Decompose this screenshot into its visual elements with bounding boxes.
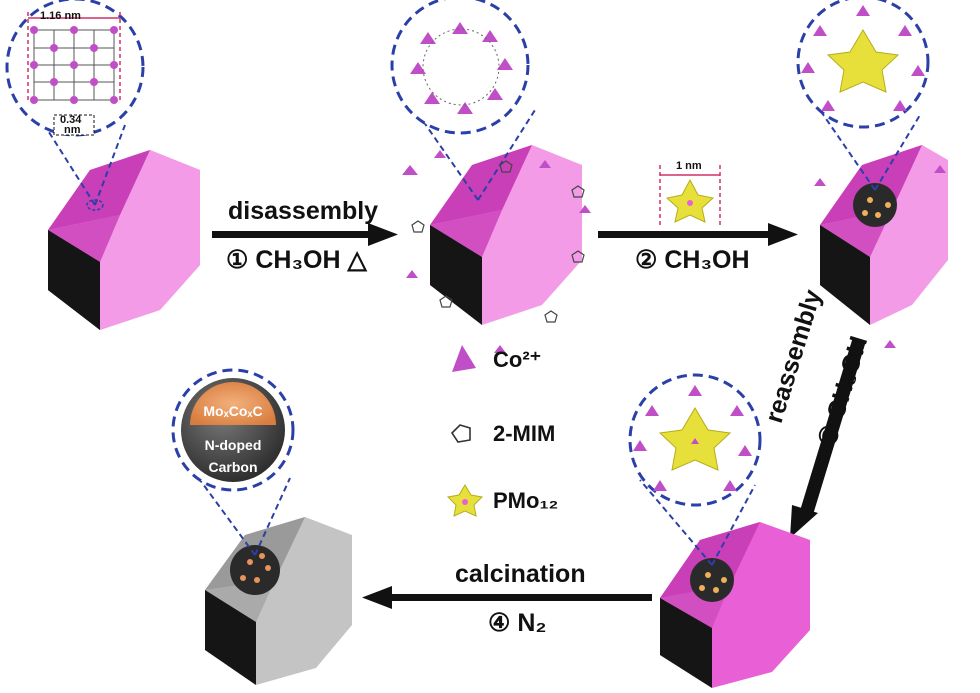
legend-pmo-icon [446, 484, 484, 517]
core-shell-callout [171, 368, 295, 556]
reassembled-crystal [660, 522, 810, 688]
released-ligands [411, 160, 585, 323]
released-ions [402, 150, 591, 353]
step1-bottom-label: ① CH₃OH △ [226, 246, 367, 274]
window-unit-label: nm [64, 124, 81, 136]
zif67-disassembled-callout [390, 0, 536, 201]
pmo12-zif67-crystal [820, 145, 948, 325]
cluster-size-label: 1 nm [676, 160, 702, 172]
zif67-crystal [48, 150, 200, 330]
pmo12-zif67-callout [796, 0, 930, 191]
pmo12-cluster-inset [659, 165, 721, 225]
pore-width-label: 1.16 nm [40, 10, 81, 22]
legend-co-icon [452, 345, 476, 372]
arrow-disassembly [212, 223, 398, 246]
arrow-calcination [362, 586, 652, 609]
step2-bottom-label: ② CH₃OH [635, 246, 750, 274]
shell-label-line1: N-doped [204, 437, 262, 453]
core-label: MoₓCoₓC [203, 403, 263, 419]
step4-bottom-label: ④ N₂ [488, 609, 547, 637]
ions-around-crystal-3 [814, 165, 946, 348]
step1-top-label: disassembly [228, 197, 379, 225]
step4-top-label: calcination [455, 560, 586, 588]
shell-label-line2: Carbon [208, 459, 258, 475]
arrow-pmo12-encapsulation [598, 223, 798, 246]
reassembled-callout [628, 373, 762, 566]
legend-pmo-label: PMo₁₂ [493, 488, 559, 513]
window-size-label: 0.34 [60, 114, 82, 126]
zif67-disassembled-crystal [430, 145, 582, 325]
zif67-magnified-callout [5, 0, 145, 211]
carbonized-crystal [205, 517, 352, 685]
legend-co-label: Co²⁺ [493, 347, 542, 372]
arrow-reassembly [790, 337, 866, 538]
legend-mim-icon [450, 424, 471, 443]
legend-mim-label: 2-MIM [493, 421, 556, 446]
